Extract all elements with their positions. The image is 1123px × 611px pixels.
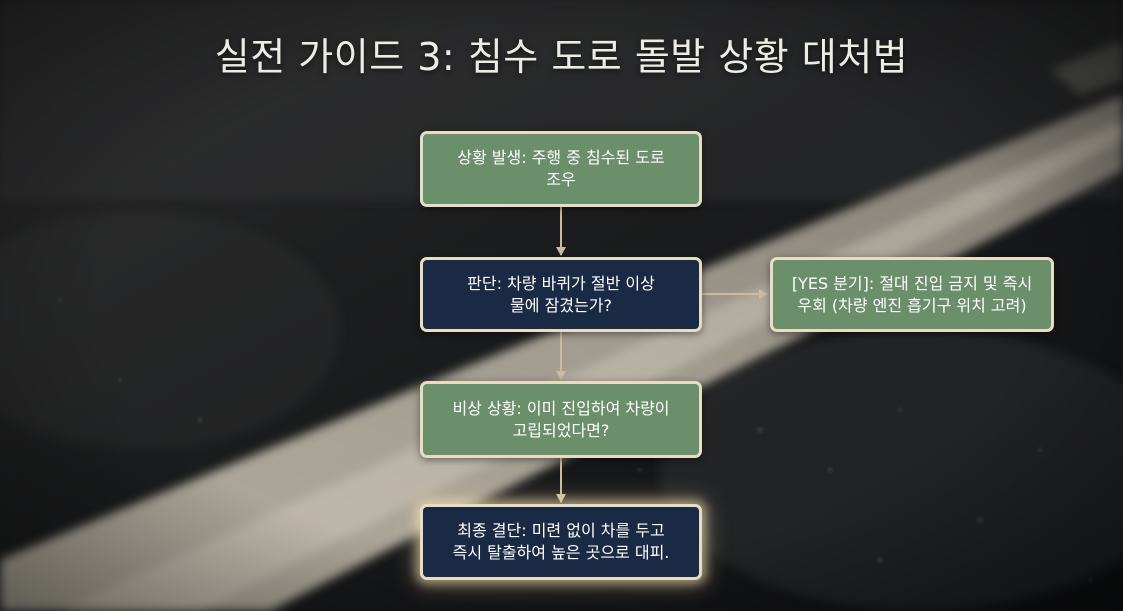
node-emergency: 비상 상황: 이미 진입하여 차량이 고립되었다면? <box>420 381 702 458</box>
node-final: 최종 결단: 미련 없이 차를 두고 즉시 탈출하여 높은 곳으로 대피. <box>420 504 702 580</box>
node-judgment: 판단: 차량 바퀴가 절반 이상 물에 잠겼는가? <box>420 257 702 332</box>
page-title: 실전 가이드 3: 침수 도로 돌발 상황 대처법 <box>214 35 909 79</box>
node-yes-branch: [YES 분기]: 절대 진입 금지 및 즉시 우회 (차량 엔진 흡기구 위치… <box>770 257 1054 332</box>
node-situation: 상황 발생: 주행 중 침수된 도로 조우 <box>420 131 702 207</box>
